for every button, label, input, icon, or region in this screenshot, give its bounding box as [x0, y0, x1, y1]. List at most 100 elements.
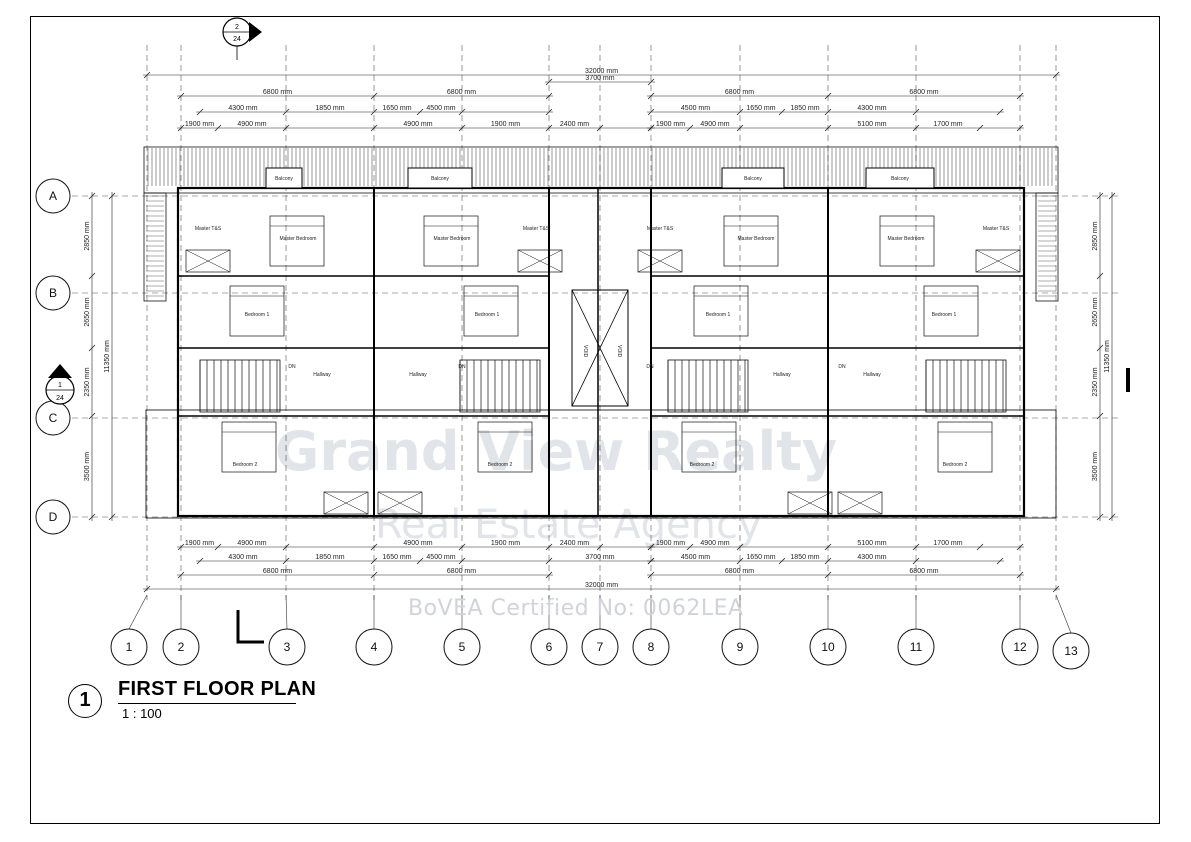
dim-units-top-right-label: 6800 mm: [909, 89, 938, 96]
dim-row3-top-left-tick: [214, 124, 222, 132]
dim-row2-bottom-left-label: 4500 mm: [426, 554, 455, 561]
dim-row3-top-right-label: 5100 mm: [857, 121, 886, 128]
dim-row3-top-right-tick: [976, 124, 984, 132]
void-label: VOID: [582, 345, 588, 358]
dim-row1-bottom-left-label: 4900 mm: [403, 540, 432, 547]
dim-row1-bottom-left-label: 2400 mm: [560, 540, 589, 547]
bed: [221, 421, 277, 473]
balcony-label: Balcony: [744, 176, 762, 182]
dim-vertical-right-label: 3500 mm: [1092, 452, 1099, 481]
section-mark-right-cut: [1126, 368, 1130, 392]
dim-units-bottom-left-tick: [370, 571, 378, 579]
grid-bubble-label-D: D: [49, 510, 58, 524]
grid-bubble-label-4: 4: [371, 640, 378, 654]
dim-row3-top-right-tick: [824, 124, 832, 132]
room-label: Bedroom 1: [245, 312, 270, 318]
dim-row3-top-left-label: 2400 mm: [560, 121, 589, 128]
shower-tray: [637, 249, 683, 273]
dim-units-bottom-right-label: 6800 mm: [909, 568, 938, 575]
room-label: Bedroom 1: [475, 312, 500, 318]
room-label: Hallway: [773, 372, 791, 378]
grid-bubble-11: [897, 628, 935, 666]
watermark-tagline: Real Estate Agency: [375, 502, 762, 548]
dim-vertical-left-total-tick: [108, 513, 116, 521]
dim-row1-bottom-left-tick: [214, 543, 222, 551]
grid-bubble-3: [268, 628, 306, 666]
grid-bubble-10: [809, 628, 847, 666]
void-cross: [571, 289, 629, 407]
dim-row1-bottom-left-tick: [458, 543, 466, 551]
dim-vertical-left-tick: [88, 192, 96, 200]
dim-vertical-left-total-tick: [108, 192, 116, 200]
dim-vertical-right-tick: [1096, 192, 1104, 200]
dim-row2-top-right-tick: [647, 108, 655, 116]
dim-center-top-tick: [545, 78, 553, 86]
dim-overall-top-tick: [1052, 71, 1060, 79]
bed: [723, 215, 779, 267]
dim-units-bottom-left-label: 6800 mm: [263, 568, 292, 575]
dim-row3-top-left-tick: [177, 124, 185, 132]
bed: [269, 215, 325, 267]
room-label: Master Bedroom: [888, 236, 925, 242]
dim-units-bottom-left-tick: [177, 571, 185, 579]
dim-vertical-right-total-tick: [1108, 192, 1116, 200]
staircase: [925, 359, 1007, 413]
dim-row2-top-left-tick: [196, 108, 204, 116]
stair-direction-label: DN: [458, 364, 466, 370]
dim-units-bottom-right-tick: [647, 571, 655, 579]
dim-row2-top-left-tick: [545, 108, 553, 116]
dim-row2-bottom-left-label: 1850 mm: [315, 554, 344, 561]
shower-cross: [975, 249, 1021, 273]
dim-row1-bottom-right-tick: [736, 543, 744, 551]
room-label: Bedroom 1: [932, 312, 957, 318]
dim-units-top-left-tick: [177, 92, 185, 100]
room-label: Bedroom 2: [233, 462, 258, 468]
dim-vertical-left-tick: [88, 513, 96, 521]
bed: [477, 421, 533, 473]
dim-row1-bottom-right-label: 1700 mm: [933, 540, 962, 547]
dim-row3-top-right-label: 1900 mm: [656, 121, 685, 128]
dim-units-top-left-label: 6800 mm: [263, 89, 292, 96]
grid-bubble-label-2: 2: [178, 640, 185, 654]
grid-bubble-2: [162, 628, 200, 666]
room-label: Master Bedroom: [280, 236, 317, 242]
section-mark-top-arrow: [249, 22, 262, 42]
dim-row2-top-left-tick: [282, 108, 290, 116]
grid-bubble-1: [110, 628, 148, 666]
room-label: Master T&S: [523, 226, 550, 232]
shower-cross: [837, 491, 883, 515]
bubble-leader-1: [128, 594, 148, 630]
grid-bubble-8: [632, 628, 670, 666]
room-label: Bedroom 2: [690, 462, 715, 468]
dim-row3-top-right-tick: [736, 124, 744, 132]
staircase: [459, 359, 541, 413]
shower-tray: [377, 491, 423, 515]
balcony-label: Balcony: [275, 176, 293, 182]
dim-row3-top-right-tick: [686, 124, 694, 132]
dim-row1-bottom-right-label: 5100 mm: [857, 540, 886, 547]
dim-vertical-right-tick: [1096, 412, 1104, 420]
view-number: 1: [68, 684, 102, 718]
stair-direction-label: DN: [646, 364, 654, 370]
room-label: Bedroom 2: [488, 462, 513, 468]
dim-row2-bottom-right-tick: [996, 557, 1004, 565]
dim-row2-top-left-tick: [416, 108, 424, 116]
title-underline: [118, 703, 296, 704]
dim-row2-top-right-tick: [778, 108, 786, 116]
dim-overall-top-label: 32000 mm: [585, 68, 618, 75]
dim-row2-bottom-left-label: 1650 mm: [382, 554, 411, 561]
dim-units-top-left-tick: [370, 92, 378, 100]
room-label: Hallway: [313, 372, 331, 378]
dim-row1-bottom-right-label: 4900 mm: [700, 540, 729, 547]
balcony: [865, 167, 935, 189]
dim-row1-bottom-left-tick: [370, 543, 378, 551]
bubble-leader-3: [285, 594, 288, 630]
dim-row3-top-left-tick: [370, 124, 378, 132]
dim-overall-bottom-tick: [143, 585, 151, 593]
dim-vertical-left-label: 2350 mm: [84, 367, 91, 396]
bed: [879, 215, 935, 267]
dim-row2-bottom-left-tick: [545, 557, 553, 565]
dim-vertical-left-label: 2650 mm: [84, 297, 91, 326]
